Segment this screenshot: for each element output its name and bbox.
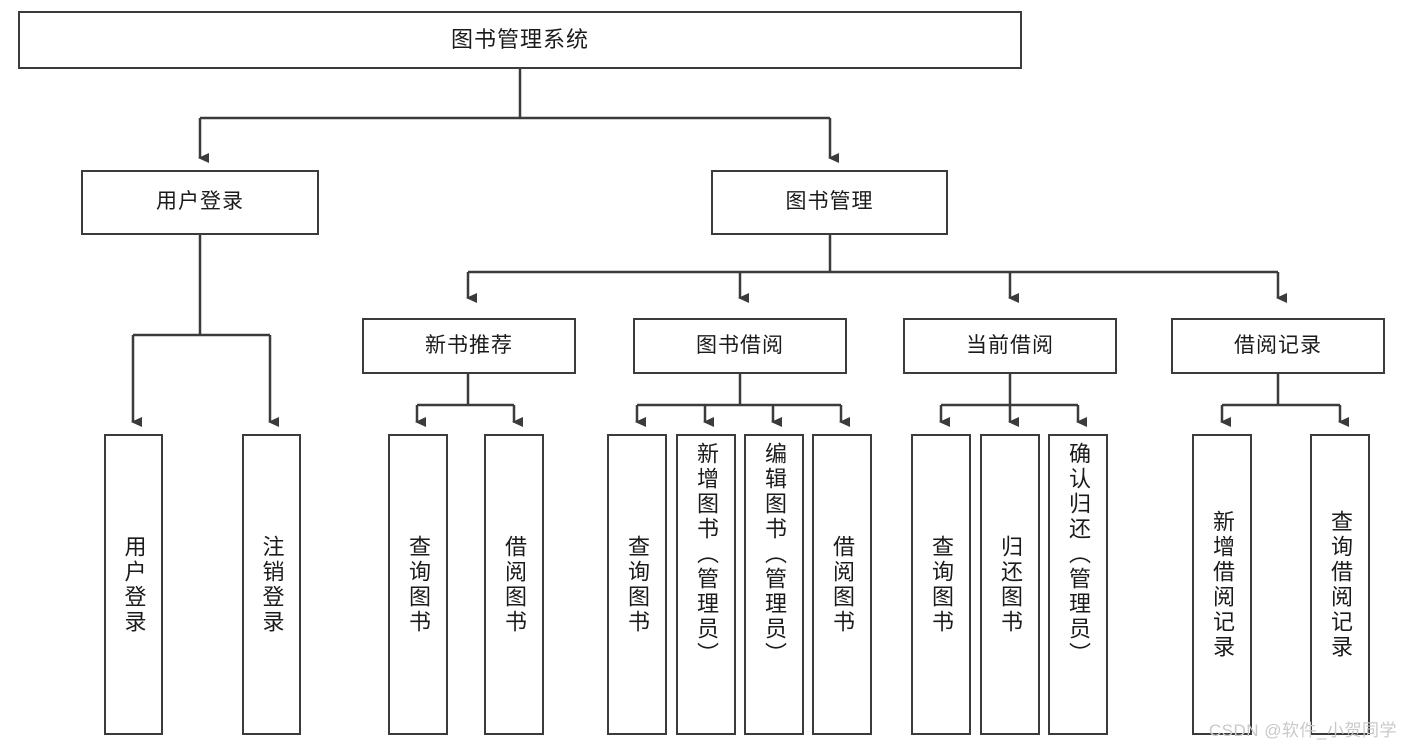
leaf-borrow-book-label: 借阅图书 (830, 534, 855, 635)
leaf-query-book-borrow-label: 查询图书 (625, 534, 650, 635)
leaf-confirm-return-admin-label: 确认归还（管理员） (1066, 442, 1091, 667)
leaf-confirm-return-admin[interactable]: 确认归还（管理员） (1048, 434, 1108, 735)
node-root[interactable]: 图书管理系统 (18, 11, 1022, 69)
node-root-label: 图书管理系统 (450, 27, 589, 53)
node-book-borrow-label: 图书借阅 (696, 333, 784, 357)
leaf-query-borrow-record-label: 查询借阅记录 (1328, 509, 1353, 660)
leaf-borrow-book-recommend-label: 借阅图书 (502, 534, 527, 635)
leaf-query-book-current-label: 查询图书 (929, 534, 954, 635)
node-current-borrow-label: 当前借阅 (966, 333, 1054, 357)
leaf-logout-label: 注销登录 (259, 534, 285, 635)
leaf-add-borrow-record[interactable]: 新增借阅记录 (1192, 434, 1252, 735)
leaf-add-book-admin-label: 新增图书（管理员） (694, 442, 719, 667)
node-current-borrow[interactable]: 当前借阅 (903, 318, 1117, 374)
leaf-user-login-label: 用户登录 (121, 534, 147, 635)
node-borrow-records[interactable]: 借阅记录 (1171, 318, 1385, 374)
node-book-borrow[interactable]: 图书借阅 (633, 318, 847, 374)
leaf-user-login[interactable]: 用户登录 (104, 434, 163, 735)
leaf-query-book-current[interactable]: 查询图书 (911, 434, 971, 735)
node-book-management-label: 图书管理 (785, 190, 874, 214)
watermark-text: CSDN @软件_小贺同学 (1208, 721, 1397, 740)
node-new-book-recommend-label: 新书推荐 (425, 333, 513, 357)
leaf-return-book[interactable]: 归还图书 (980, 434, 1040, 735)
leaf-query-book-recommend[interactable]: 查询图书 (388, 434, 448, 735)
leaf-edit-book-admin-label: 编辑图书（管理员） (762, 442, 787, 667)
leaf-query-book-borrow[interactable]: 查询图书 (607, 434, 667, 735)
leaf-edit-book-admin[interactable]: 编辑图书（管理员） (744, 434, 804, 735)
leaf-borrow-book-recommend[interactable]: 借阅图书 (484, 434, 544, 735)
leaf-add-borrow-record-label: 新增借阅记录 (1210, 509, 1235, 660)
leaf-borrow-book[interactable]: 借阅图书 (812, 434, 872, 735)
leaf-query-book-recommend-label: 查询图书 (406, 534, 431, 635)
leaf-add-book-admin[interactable]: 新增图书（管理员） (676, 434, 736, 735)
leaf-query-borrow-record[interactable]: 查询借阅记录 (1310, 434, 1370, 735)
node-new-book-recommend[interactable]: 新书推荐 (362, 318, 576, 374)
leaf-return-book-label: 归还图书 (998, 534, 1023, 635)
node-user-login[interactable]: 用户登录 (81, 170, 319, 235)
leaf-logout[interactable]: 注销登录 (242, 434, 301, 735)
node-book-management[interactable]: 图书管理 (711, 170, 948, 235)
node-borrow-records-label: 借阅记录 (1234, 333, 1322, 357)
node-user-login-label: 用户登录 (156, 190, 244, 214)
